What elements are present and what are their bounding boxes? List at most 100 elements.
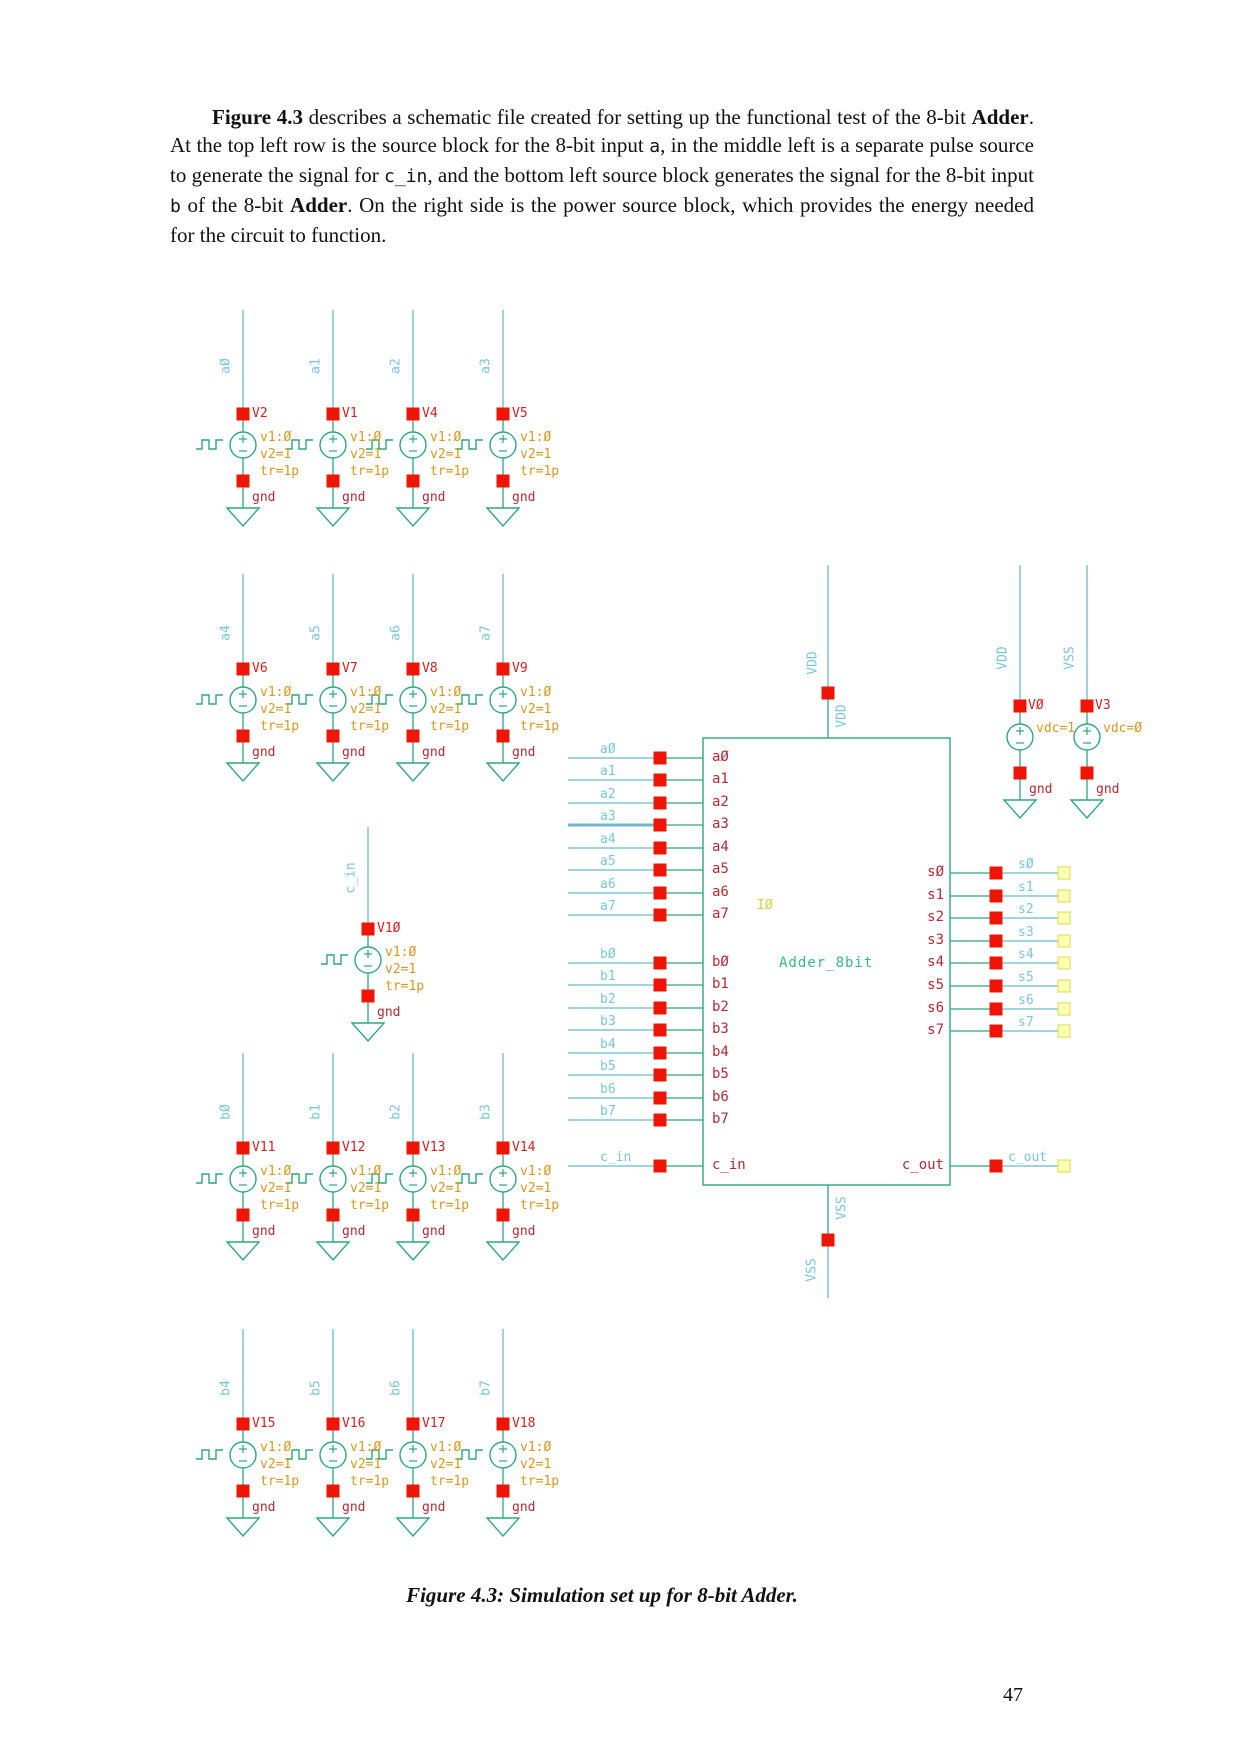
- terminal-square: [496, 729, 510, 743]
- pin-label: c_in: [712, 1157, 746, 1173]
- terminal-square: [989, 1002, 1003, 1016]
- terminal-square: [406, 1417, 420, 1431]
- source-name: V14: [512, 1140, 536, 1155]
- source-param: v2=1: [260, 1181, 292, 1196]
- source-param: v2=1: [430, 1457, 462, 1472]
- pulse-wave-icon: [196, 1173, 223, 1184]
- io-pin-square: [1057, 934, 1071, 948]
- body-text: of the 8-bit: [180, 193, 291, 217]
- terminal-square: [653, 751, 667, 765]
- body-text: describes a schematic file created for s…: [302, 105, 972, 129]
- pulse-wave-icon: [196, 694, 223, 705]
- pin-label: b3: [712, 1021, 729, 1037]
- source-param: v1:Ø: [520, 430, 552, 445]
- body-text: . On the right side is the power source …: [170, 193, 1034, 247]
- pin-label: a4: [712, 839, 729, 855]
- pulse-wave-icon: [366, 439, 393, 450]
- source-param: v2=1: [260, 702, 292, 717]
- vsource-circle: [489, 1441, 517, 1469]
- pulse-wave-icon: [456, 439, 483, 450]
- terminal-square: [326, 662, 340, 676]
- source-param: v1:Ø: [260, 1164, 292, 1179]
- gnd-label: gnd: [252, 490, 276, 505]
- net-label: a3: [600, 809, 616, 824]
- terminal-square: [361, 922, 375, 936]
- source-param: v1:Ø: [430, 1440, 462, 1455]
- net-label: c_out: [1008, 1150, 1048, 1165]
- source-param: v1:Ø: [430, 430, 462, 445]
- terminal-square: [326, 1141, 340, 1155]
- pulse-wave-icon: [286, 1173, 313, 1184]
- gnd-symbol: [315, 1517, 351, 1538]
- pin-label: s5: [927, 977, 944, 993]
- source-param: tr=1p: [350, 464, 390, 479]
- gnd-label: gnd: [512, 490, 536, 505]
- vsource-circle: [489, 686, 517, 714]
- terminal-square: [406, 1141, 420, 1155]
- source-name: V16: [342, 1416, 366, 1431]
- pin-label: a6: [712, 884, 729, 900]
- source-param: v1:Ø: [350, 430, 382, 445]
- gnd-symbol: [485, 1517, 521, 1538]
- source-param: tr=1p: [260, 1198, 300, 1213]
- gnd-symbol: [1069, 799, 1105, 820]
- pin-label: s3: [927, 932, 944, 948]
- source-name: V8: [422, 661, 438, 676]
- source-param: tr=1p: [430, 719, 470, 734]
- source-param: v2=1: [385, 962, 417, 977]
- terminal-square: [406, 407, 420, 421]
- net-label: b1: [600, 969, 616, 984]
- vsource-circle: [319, 686, 347, 714]
- pin-label: b7: [712, 1111, 729, 1127]
- terminal-square: [989, 1024, 1003, 1038]
- pin-label: b4: [712, 1044, 729, 1060]
- terminal-square: [653, 886, 667, 900]
- terminal-square: [653, 1113, 667, 1127]
- pin-label: a2: [712, 794, 729, 810]
- source-param: v1:Ø: [430, 1164, 462, 1179]
- terminal-square: [1013, 699, 1027, 713]
- source-param: v2=1: [350, 1457, 382, 1472]
- net-label: c_in: [343, 862, 359, 894]
- net-label: VDD: [995, 646, 1011, 670]
- net-label: a5: [600, 854, 616, 869]
- source-name: V12: [342, 1140, 366, 1155]
- body-text: . At the top left row is the source bloc…: [170, 105, 1034, 157]
- body-text: , and the bottom left source block gener…: [427, 163, 1035, 187]
- instance-name: IØ: [757, 898, 773, 913]
- gnd-symbol: [485, 762, 521, 783]
- gnd-symbol: [315, 762, 351, 783]
- source-param: v2=1: [520, 447, 552, 462]
- net-label: b5: [600, 1059, 616, 1074]
- source-name: V17: [422, 1416, 446, 1431]
- gnd-label: gnd: [252, 1500, 276, 1515]
- source-name: V7: [342, 661, 358, 676]
- gnd-label: gnd: [252, 745, 276, 760]
- vsource-circle: [489, 431, 517, 459]
- net-label: s2: [1018, 902, 1034, 917]
- terminal-square: [653, 818, 667, 832]
- net-label: a2: [388, 358, 404, 374]
- source-name: V2: [252, 406, 268, 421]
- terminal-square: [361, 989, 375, 1003]
- net-label: s5: [1018, 970, 1034, 985]
- source-param: tr=1p: [385, 979, 425, 994]
- code-text: b: [170, 196, 181, 217]
- net-label: VSS: [804, 1258, 820, 1282]
- source-param: v2=1: [430, 702, 462, 717]
- adder-block-outline: [702, 737, 951, 1186]
- net-label: a6: [388, 625, 404, 641]
- net-label: b3: [478, 1104, 494, 1120]
- pulse-wave-icon: [196, 439, 223, 450]
- gnd-symbol: [395, 762, 431, 783]
- gnd-symbol: [225, 1241, 261, 1262]
- net-label: b5: [308, 1380, 324, 1396]
- source-param: tr=1p: [260, 1474, 300, 1489]
- net-label: a3: [478, 358, 494, 374]
- source-param: v1:Ø: [260, 685, 292, 700]
- io-pin-square: [1057, 866, 1071, 880]
- pin-label: a7: [712, 906, 729, 922]
- terminal-square: [989, 866, 1003, 880]
- terminal-square: [326, 407, 340, 421]
- source-name: V15: [252, 1416, 276, 1431]
